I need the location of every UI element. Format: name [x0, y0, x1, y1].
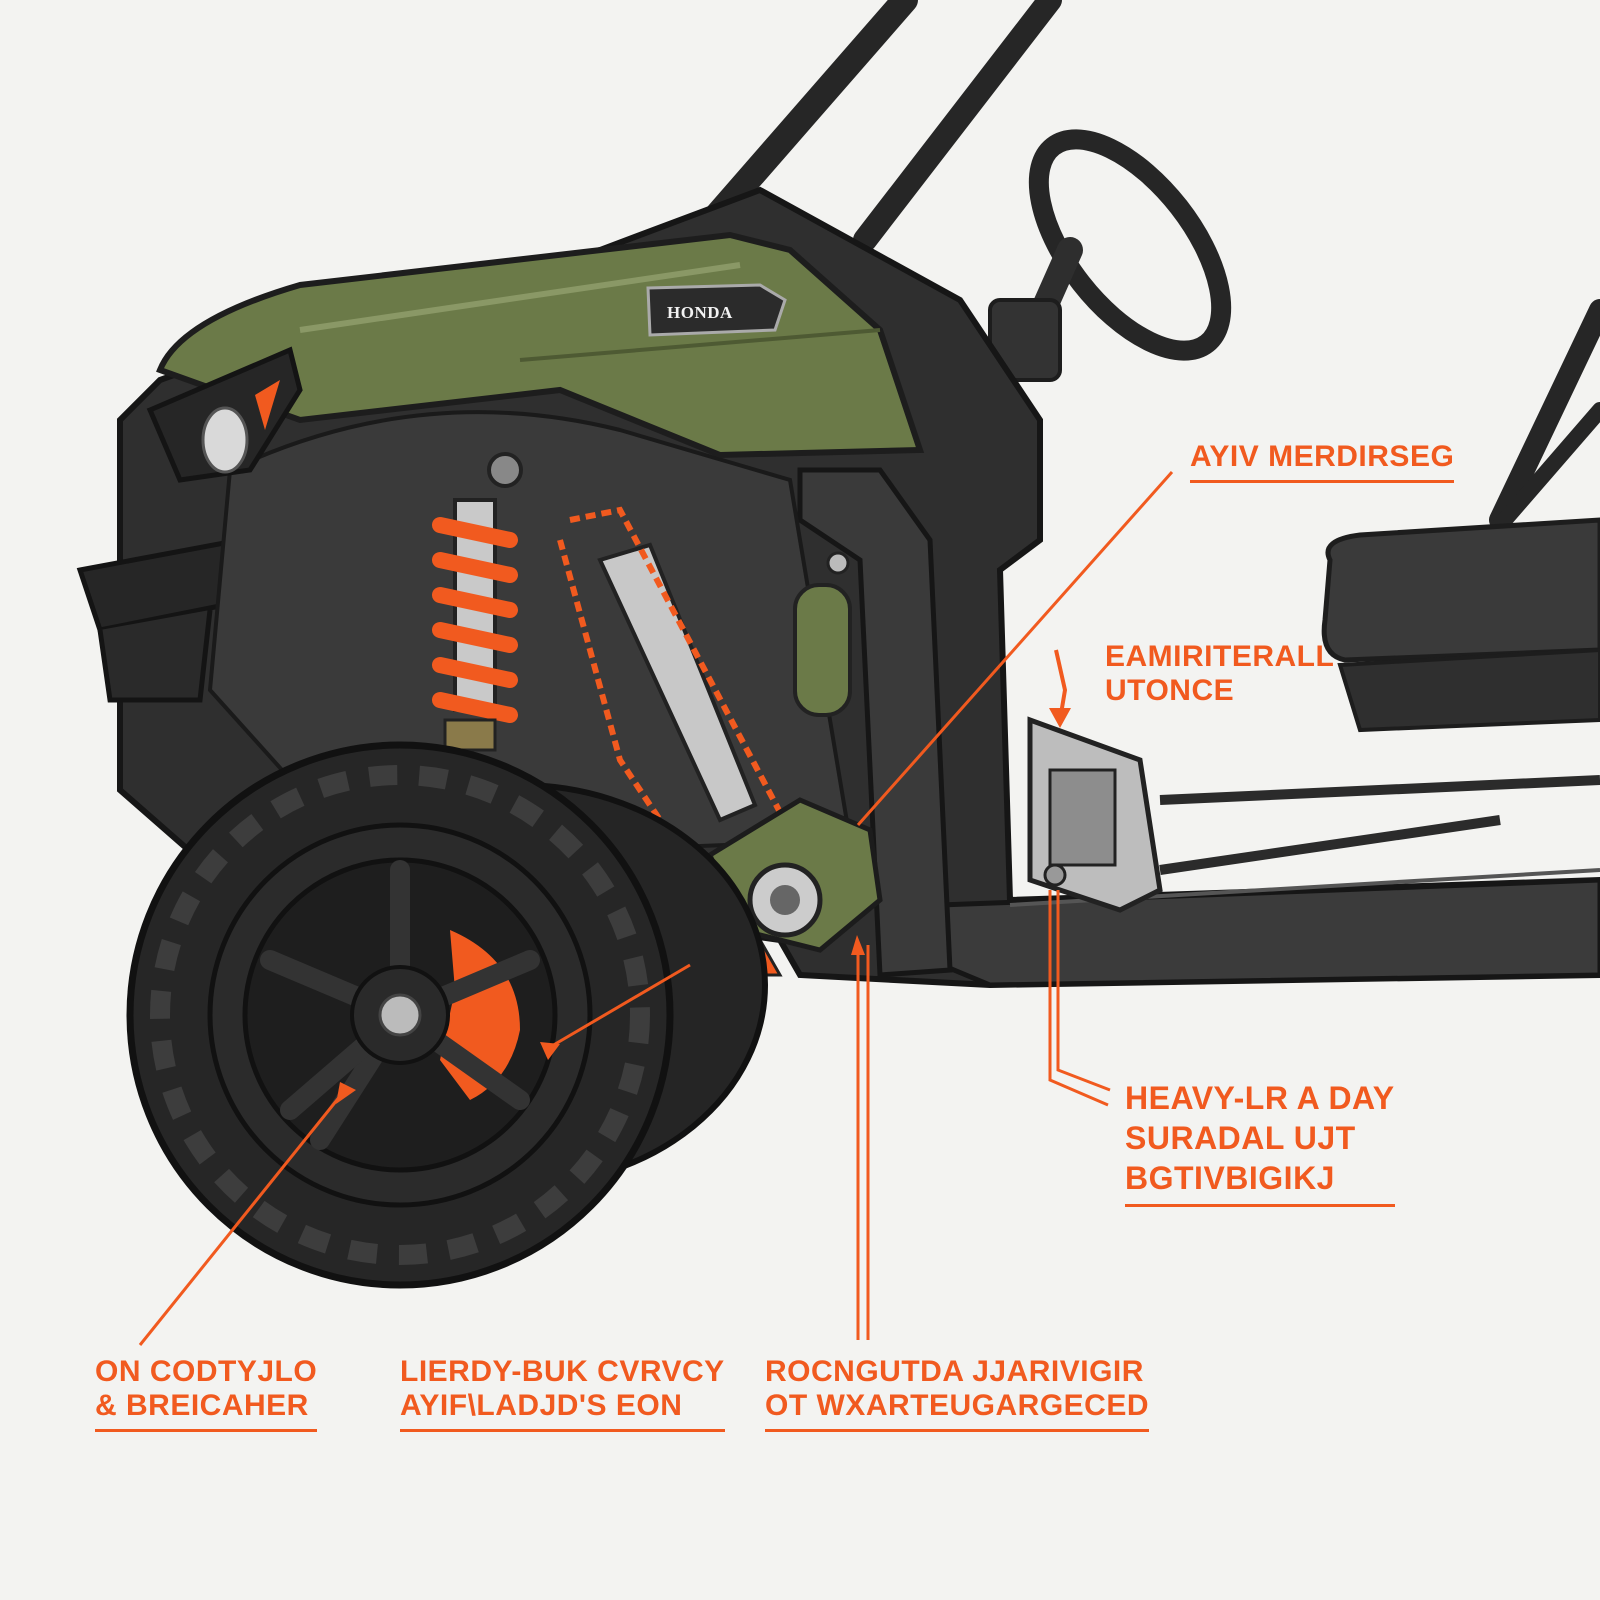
arrow-heads — [336, 708, 1071, 1104]
engine-component — [1027, 716, 1600, 913]
coilover-shock — [432, 452, 523, 752]
knuckle-hub — [706, 797, 883, 953]
callout-top-right: AYIV MERDIRSEG — [1190, 440, 1455, 483]
callout-mid-right: EAMIRITERALL UTONCE — [1105, 640, 1335, 707]
honda-badge-text: HONDA — [667, 303, 733, 322]
callout-right-lower: HEAVY-LR A DAY SURADAL UJT BGTIVBIGIKJ — [1125, 1078, 1395, 1207]
seat — [1321, 517, 1600, 733]
reservoir — [793, 551, 852, 717]
callout-bottom-right: ROCNGUTDA JJARIVIGIR OT WXARTEUGARGECED — [765, 1355, 1149, 1432]
steering-wheel — [988, 129, 1232, 382]
headlight — [146, 346, 303, 483]
callout-bottom-center: LIERDY-BUK CVRVCY AYIF\LADJD'S EON — [400, 1355, 725, 1432]
callout-bottom-left: ON CODTYJLO & BREICAHER — [95, 1355, 318, 1432]
front-rim — [242, 857, 558, 1173]
honda-badge: HONDA — [646, 283, 787, 337]
